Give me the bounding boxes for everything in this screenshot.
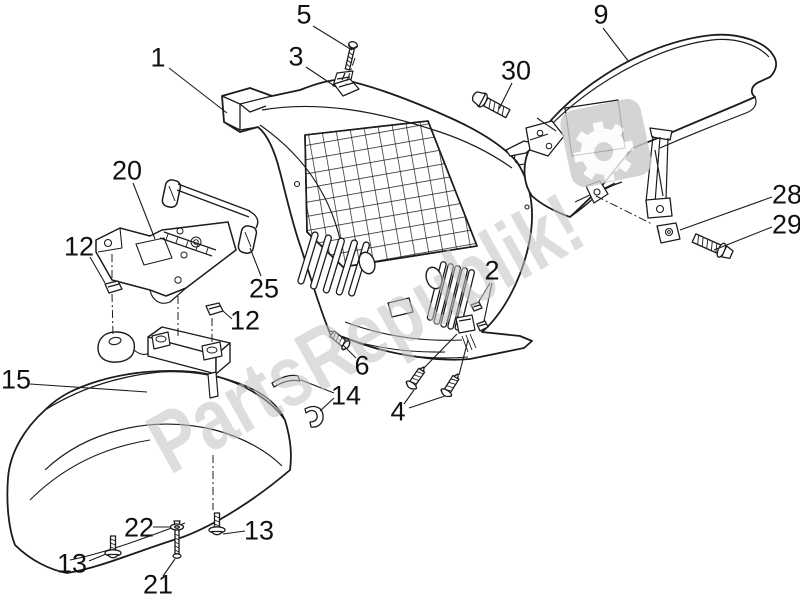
callout-3: 3 <box>288 41 304 72</box>
callout-4: 4 <box>390 396 406 427</box>
callout-30: 30 <box>500 55 532 86</box>
callout-22: 22 <box>123 512 155 543</box>
callout-14: 14 <box>330 380 362 411</box>
callout-20: 20 <box>111 155 143 186</box>
callout-25: 25 <box>248 273 280 304</box>
callout-15: 15 <box>0 364 32 395</box>
gear-icon <box>573 121 635 183</box>
callout-13-right: 13 <box>243 515 275 546</box>
square-clip-nuts <box>104 72 681 428</box>
callout-12-left: 12 <box>63 231 95 262</box>
support-bracket-plate <box>95 221 237 304</box>
callout-5: 5 <box>296 0 312 30</box>
screws-and-fasteners <box>104 41 734 559</box>
callout-9: 9 <box>593 0 609 30</box>
wire-retainer-bracket <box>161 179 259 254</box>
callout-21: 21 <box>142 569 174 600</box>
callout-leader-lines <box>29 25 773 577</box>
callout-28: 28 <box>771 179 800 210</box>
front-mudguard <box>6 326 292 574</box>
callout-1: 1 <box>150 42 166 73</box>
callout-12-right: 12 <box>229 305 261 336</box>
callout-6: 6 <box>354 350 370 381</box>
wheel-housing-panel <box>221 70 533 361</box>
callout-2: 2 <box>484 255 500 286</box>
callout-29: 29 <box>771 209 800 240</box>
callout-13-left: 13 <box>56 548 88 579</box>
assembly-axis-lines <box>111 57 653 510</box>
